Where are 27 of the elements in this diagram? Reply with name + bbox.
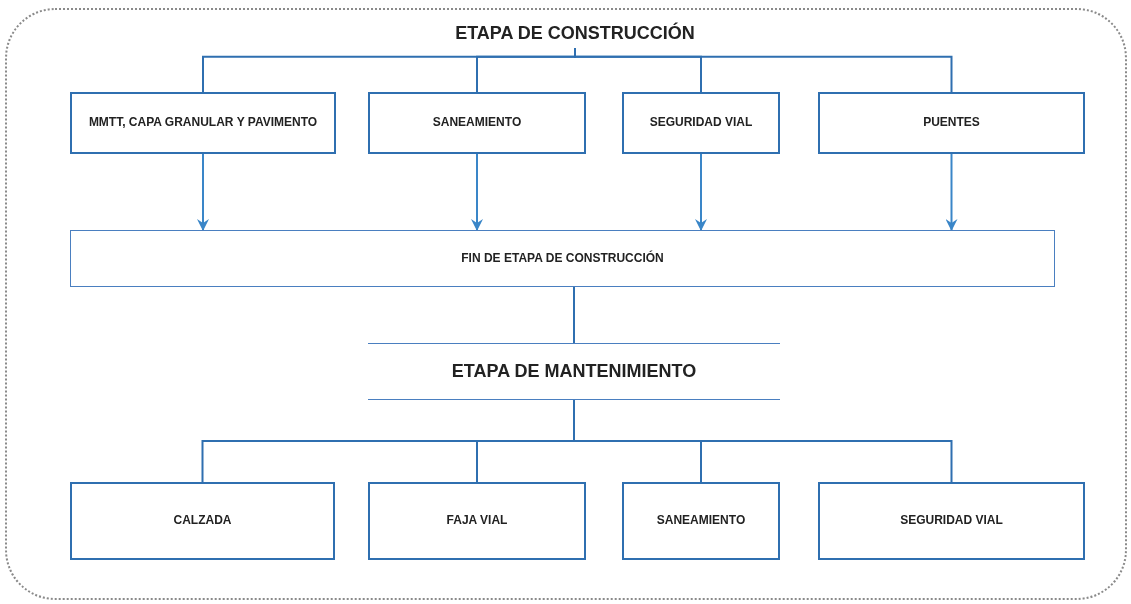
connector-line bbox=[574, 47, 953, 93]
connector-line bbox=[573, 286, 575, 344]
arrow bbox=[945, 153, 958, 231]
process-box bbox=[70, 92, 336, 154]
process-box bbox=[70, 230, 1055, 287]
box-label: PUENTES bbox=[922, 114, 981, 132]
arrow bbox=[471, 153, 483, 231]
process-box bbox=[818, 482, 1085, 560]
arrow bbox=[695, 153, 707, 231]
stage-heading: ETAPA DE CONSTRUCCIÓN bbox=[454, 21, 696, 45]
box-label: SEGURIDAD VIAL bbox=[899, 512, 1004, 530]
stage-heading: ETAPA DE MANTENIMIENTO bbox=[450, 360, 698, 384]
process-box bbox=[70, 482, 335, 560]
box-label: FIN DE ETAPA DE CONSTRUCCIÓN bbox=[460, 249, 665, 267]
process-box bbox=[368, 482, 586, 560]
box-label: CALZADA bbox=[172, 512, 233, 530]
box-label: SEGURIDAD VIAL bbox=[648, 114, 754, 132]
box-label: FAJA VIAL bbox=[445, 512, 509, 530]
box-label: SANEAMIENTO bbox=[431, 114, 523, 132]
box-label: SANEAMIENTO bbox=[655, 512, 747, 530]
arrow bbox=[197, 153, 209, 231]
process-box bbox=[622, 92, 780, 154]
box-label: MMTT, CAPA GRANULAR Y PAVIMENTO bbox=[87, 114, 319, 132]
outer-frame bbox=[5, 8, 1127, 600]
process-box bbox=[818, 92, 1085, 154]
process-box bbox=[368, 92, 586, 154]
process-box bbox=[622, 482, 780, 560]
